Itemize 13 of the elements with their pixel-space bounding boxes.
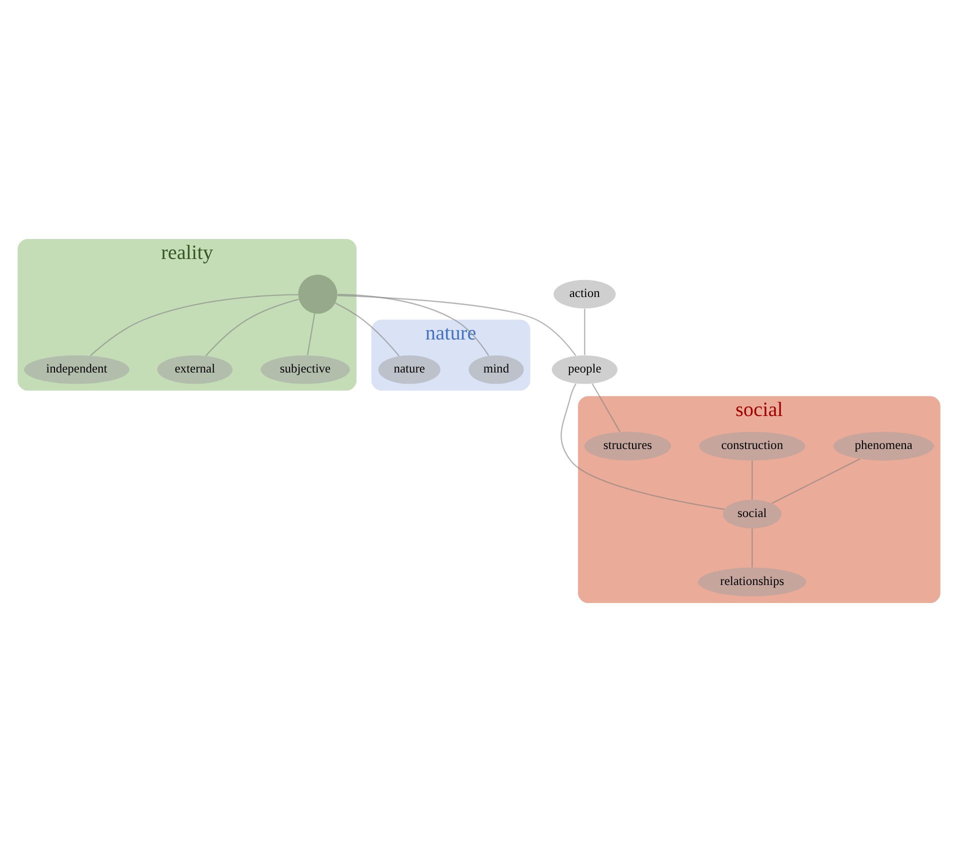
node-ellipse: action <box>554 279 616 308</box>
node-ellipse: mind <box>468 354 524 384</box>
node-ellipse: construction <box>699 431 806 460</box>
node-ellipse: nature <box>378 354 440 384</box>
node-ellipse: subjective <box>260 354 350 384</box>
node-ellipse: people <box>552 354 618 384</box>
node-ellipse: social <box>722 499 782 528</box>
node-ellipse: independent <box>24 354 130 384</box>
node-ellipse: external <box>157 354 233 384</box>
node-ellipse: relationships <box>698 567 806 596</box>
node-ellipse: structures <box>584 431 671 460</box>
node-ellipse: phenomena <box>833 431 934 460</box>
node-circle <box>298 274 338 314</box>
